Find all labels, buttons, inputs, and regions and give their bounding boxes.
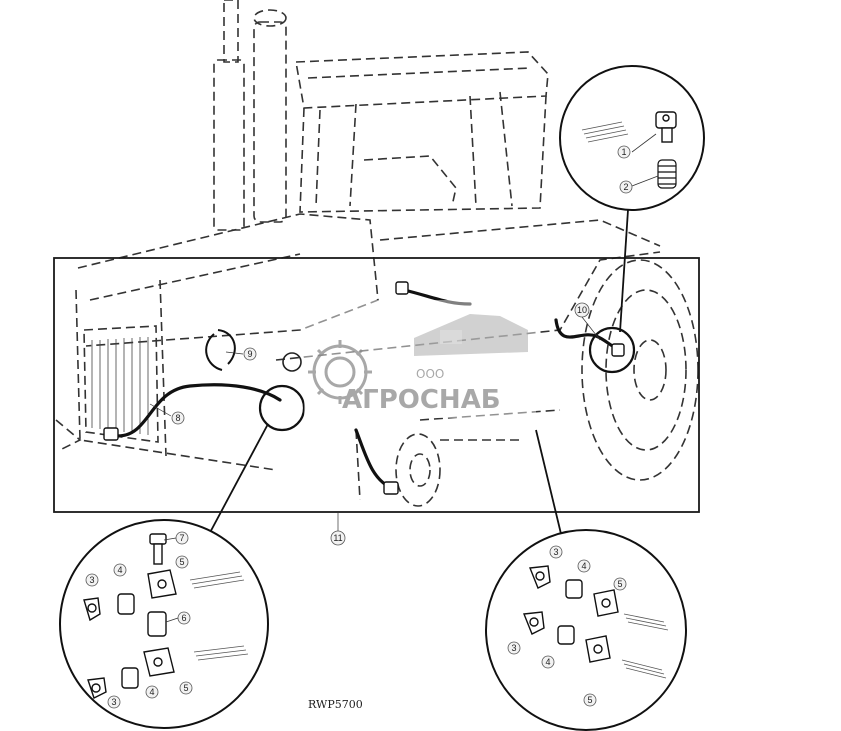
callouts: 1 2 3 3 3 3 4 4 [85,145,633,709]
detail-circle-bottom-left [59,519,269,729]
callout-5-bl-upper: 5 [175,555,189,569]
watermark: ООО АГРОСНАБ [304,300,536,418]
svg-text:3: 3 [511,643,516,653]
hose-hatch-br [621,613,669,679]
callout-4-br-lower: 4 [541,655,555,669]
bl-parts [83,533,177,699]
detail-circle-bottom-right [485,529,687,731]
hose-front-left [116,383,282,438]
gear-icon [308,340,372,404]
svg-text:3: 3 [111,697,116,707]
leader-lines [205,209,629,541]
callout-3-br-upper: 3 [549,545,563,559]
watermark-brand-small: ООО [416,367,444,381]
grille-hatch [91,337,149,435]
svg-text:7: 7 [179,533,184,543]
callout-11: 11 [330,530,346,546]
grease-fitting-icon [655,111,677,143]
svg-text:4: 4 [117,565,122,575]
svg-text:2: 2 [623,182,628,192]
svg-text:4: 4 [545,657,550,667]
watermark-brand-main: АГРОСНАБ [342,385,501,415]
detail-circle-top-right [559,65,705,211]
hose-fittings [103,281,625,495]
callout-7: 7 [175,531,189,545]
callout-4-bl-upper: 4 [113,563,127,577]
svg-text:5: 5 [587,695,592,705]
hose-hatch-bl [189,571,249,661]
br-parts [523,565,619,663]
magnifier-front [258,384,306,432]
hose-hatch-top [581,121,629,143]
svg-text:8: 8 [175,413,180,423]
svg-text:4: 4 [581,561,586,571]
svg-text:6: 6 [181,613,186,623]
clamp-part-9 [205,329,236,371]
callout-5-bl-lower: 5 [179,681,193,695]
callout-3-bl-lower: 3 [107,695,121,709]
svg-text:5: 5 [617,579,622,589]
callout-2: 2 [619,180,633,194]
callout-9: 9 [243,347,257,361]
callout-4-bl-lower: 4 [145,685,159,699]
callout-10: 10 [574,302,590,318]
callout-4-br-upper: 4 [577,559,591,573]
svg-text:9: 9 [247,349,252,359]
detail-frame [53,257,700,513]
svg-text:4: 4 [149,687,154,697]
svg-text:5: 5 [179,557,184,567]
svg-text:1: 1 [621,147,626,157]
callout-8: 8 [171,411,185,425]
callout-3-bl-upper: 3 [85,573,99,587]
combine-harvester-icon [414,314,528,356]
svg-text:3: 3 [553,547,558,557]
callout-6: 6 [177,611,191,625]
callout-5-br-lower: 5 [583,693,597,707]
callout-leaders [149,316,601,623]
pivot-part [282,352,302,372]
svg-text:11: 11 [333,533,342,543]
callout-5-br-upper: 5 [613,577,627,591]
magnifier-rear [588,326,636,374]
spring-bushing-icon [657,159,677,189]
svg-text:10: 10 [577,305,587,315]
reference-code: RWP5700 [308,698,363,711]
hose-center-lower [354,428,394,490]
svg-text:5: 5 [183,683,188,693]
callout-1: 1 [617,145,631,159]
callout-3-br-lower: 3 [507,641,521,655]
hose-center-upper [402,288,472,306]
svg-text:3: 3 [89,575,94,585]
